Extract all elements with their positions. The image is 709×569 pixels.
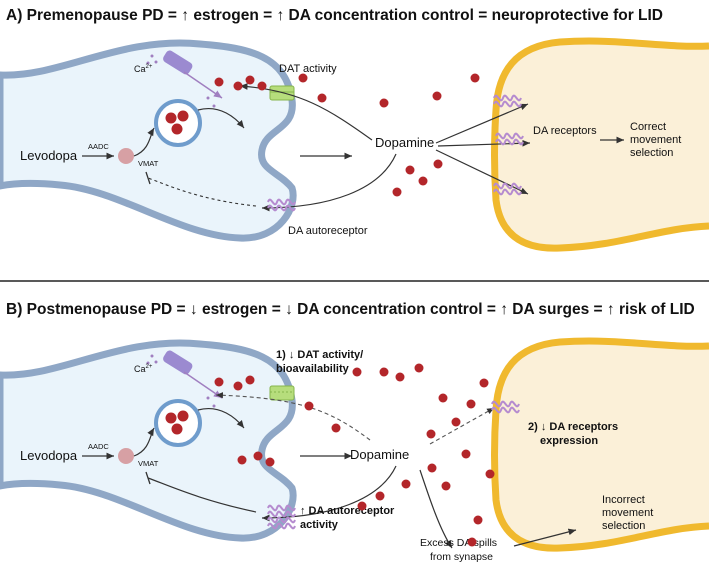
panel-a-title: A) Premenopause PD = ↑ estrogen = ↑ DA c… [6,7,663,24]
panel-b: B) Postmenopause PD = ↓ estrogen = ↓ DA … [0,301,709,563]
postsynaptic-neuron-a [491,37,709,252]
spill-label-2: from synapse [430,551,493,563]
levodopa-label: Levodopa [20,148,78,163]
dat-label-b-1: 1) ↓ DAT activity/ [276,349,363,361]
levodopa-molecule-icon-b [118,448,134,464]
postsynaptic-neuron-b [491,337,709,552]
receptors-label-b-2: expression [540,435,598,447]
receptors-label: DA receptors [533,125,597,137]
dat-transporter-icon-b [269,385,295,401]
levodopa-molecule-icon [118,148,134,164]
outcome-b-line-1: Incorrect [602,494,645,506]
vesicle-icon-b [154,399,202,447]
dat-label: DAT activity [279,63,337,75]
dopamine-molecules-b [214,363,495,547]
autoreceptor-label: DA autoreceptor [288,225,368,237]
presynaptic-neuron-a [0,39,297,242]
panel-a: A) Premenopause PD = ↑ estrogen = ↑ DA c… [0,7,709,252]
aadc-label-b: AADC [88,442,109,451]
spill-label-1: Excess DA spills [420,537,497,549]
dat-label-b-2: bioavailability [276,363,350,375]
receptors-label-b-1: 2) ↓ DA receptors [528,421,618,433]
presynaptic-neuron-b [0,339,297,542]
vmat-label-b: VMAT [138,459,159,468]
aadc-label: AADC [88,142,109,151]
dopamine-label-b: Dopamine [350,447,409,462]
calcium-channel-icon [146,50,223,108]
vesicle-icon [154,99,202,147]
autoreceptor-label-b-2: activity [300,519,339,531]
dopamine-molecules-a [214,73,480,197]
outcome-b-line-2: movement [602,507,653,519]
calcium-channel-icon-b [146,350,223,408]
outcome-line-2: movement [630,134,681,146]
levodopa-label-b: Levodopa [20,448,78,463]
outcome-line-1: Correct [630,121,666,133]
outcome-line-3: selection [630,147,673,159]
panel-b-title: B) Postmenopause PD = ↓ estrogen = ↓ DA … [6,301,695,318]
autoreceptor-label-b-1: ↑ DA autoreceptor [300,505,395,517]
calcium-label-b: Ca2+ [134,364,153,374]
vmat-label: VMAT [138,159,159,168]
dopamine-label: Dopamine [375,135,434,150]
outcome-b-line-3: selection [602,520,645,532]
calcium-label: Ca2+ [134,64,153,74]
